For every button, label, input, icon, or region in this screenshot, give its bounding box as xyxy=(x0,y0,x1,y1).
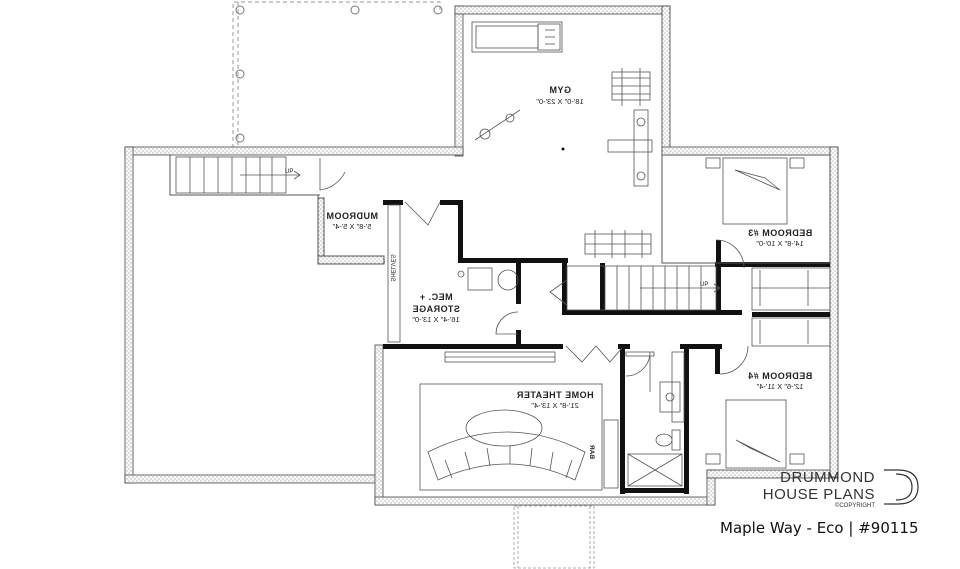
drummond-logo: DRUMMOND HOUSE PLANS ©COPYRIGHT xyxy=(763,469,919,509)
bedroom3-furniture xyxy=(705,157,805,225)
logo-copyright: ©COPYRIGHT xyxy=(835,502,875,509)
bedroom4-name: BEDROOM #4 xyxy=(748,371,813,381)
mudroom-door xyxy=(319,158,346,191)
bedroom4-label: BEDROOM #4 12'-6" X 11'-4" xyxy=(748,371,813,391)
mudroom-stair-up-label: UP xyxy=(285,169,293,175)
storage-name-line2: STORAGE xyxy=(412,304,460,314)
bedroom3-walls xyxy=(661,154,831,264)
gym-dims: 18'-0" X 23'-0" xyxy=(536,97,584,106)
bedroom4-dims: 12'-6" X 11'-4" xyxy=(756,382,803,391)
theater-name: HOME THEATER xyxy=(516,390,593,400)
logo-line1: DRUMMOND xyxy=(780,469,875,486)
shelves-name: SHELVES xyxy=(389,254,395,281)
patio-outline xyxy=(232,1,441,148)
logo-line2: HOUSE PLANS xyxy=(763,486,875,503)
bedroom3-name: BEDROOM #3 xyxy=(748,228,813,238)
bedroom4-furniture xyxy=(705,399,805,469)
storage-label: MEC. + STORAGE 16'-4" X 13'-0" xyxy=(412,292,460,324)
shelves-label: SHELVES xyxy=(389,254,395,281)
closet-doors xyxy=(715,239,831,375)
main-stair-up-label: UP xyxy=(700,282,708,288)
storage-dims: 16'-4" X 13'-0" xyxy=(412,315,460,324)
bedroom3-label: BEDROOM #3 14'-8" X 10'-0" xyxy=(748,228,813,248)
mudroom-stair xyxy=(175,156,301,194)
mudroom-label: MUDROOM 5'-8" X 5'-4" xyxy=(326,211,378,231)
mudroom-dims: 5'-8" X 5'-4" xyxy=(332,222,371,231)
gym-center-dot xyxy=(561,147,565,151)
garage-walls xyxy=(169,155,385,265)
theater-dims: 21'-8" X 13'-4" xyxy=(531,401,579,410)
interior-walls xyxy=(383,200,830,494)
gym-label: GYM 18'-0" X 23'-0" xyxy=(536,85,584,106)
main-stair xyxy=(549,265,721,311)
gym-equipment xyxy=(471,21,653,258)
bedroom3-dims: 14'-8" X 10'-0" xyxy=(756,239,804,248)
storage-name-line1: MEC. + xyxy=(419,292,452,302)
logo-d-mark-icon xyxy=(884,469,919,505)
mudroom-name: MUDROOM xyxy=(326,211,378,221)
theater-label: HOME THEATER 21'-8" X 13'-4" xyxy=(516,390,593,410)
exterior-walls xyxy=(124,5,839,506)
storage-fixtures xyxy=(387,201,519,343)
bottom-entry xyxy=(513,505,595,569)
patio-posts xyxy=(235,5,443,143)
bathroom-fixtures xyxy=(625,351,685,487)
bar-name: BAR xyxy=(588,445,595,459)
plan-caption: Maple Way - Eco | #90115 xyxy=(720,519,919,537)
theater-furniture xyxy=(419,345,623,491)
bar-label: BAR xyxy=(588,445,595,459)
gym-name: GYM xyxy=(549,85,571,95)
